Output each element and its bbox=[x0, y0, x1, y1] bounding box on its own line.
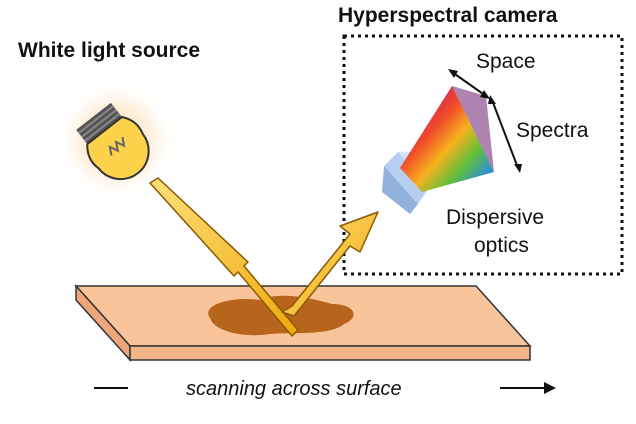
dispersive-label-line2: optics bbox=[474, 234, 529, 257]
camera-label: Hyperspectral camera bbox=[338, 4, 558, 27]
space-dimension-arrow bbox=[448, 69, 490, 99]
scanning-label: scanning across surface bbox=[186, 378, 402, 400]
spectrum-fan bbox=[400, 86, 494, 192]
light-bulb-icon bbox=[54, 78, 178, 202]
arrow-right-icon bbox=[500, 382, 556, 394]
dispersive-label-line1: Dispersive bbox=[446, 206, 544, 229]
spectra-label: Spectra bbox=[516, 119, 589, 142]
incident-beam bbox=[149, 177, 299, 337]
camera-frame bbox=[342, 34, 624, 276]
space-label: Space bbox=[476, 50, 536, 73]
reflected-beam bbox=[281, 211, 379, 317]
spectra-dimension-arrow bbox=[488, 95, 522, 173]
light-source-label: White light source bbox=[18, 39, 200, 62]
